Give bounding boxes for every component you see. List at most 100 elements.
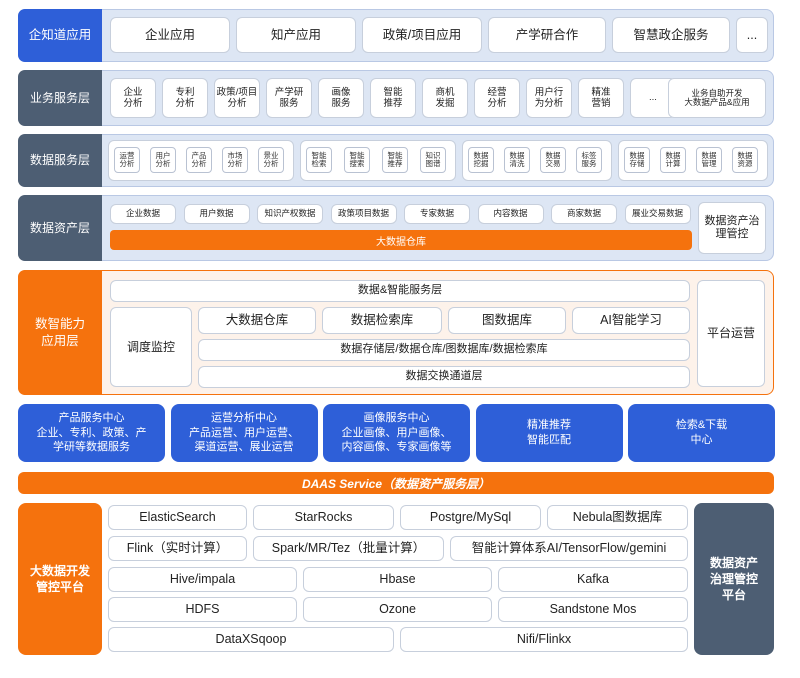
service-center-title: 运营分析中心 <box>211 411 277 424</box>
business-item: 专利 分析 <box>162 78 208 118</box>
platform-component-text: Hbase <box>379 572 416 586</box>
app-ip: 知产应用 <box>236 17 356 53</box>
business-item: 企业 分析 <box>110 78 156 118</box>
data-service-icon-text: 用户 分析 <box>155 151 171 168</box>
data-service-icon: 标签 服务 <box>576 147 602 173</box>
data-service-icon-text: 数据 资源 <box>737 151 753 168</box>
data-ai-service-layer: 数据&智能服务层 <box>110 280 690 302</box>
data-service-icon-text: 智能 检索 <box>311 151 327 168</box>
platform-component-text: HDFS <box>185 602 220 616</box>
app-industry-academia: 产学研合作 <box>488 17 606 53</box>
data-service-icon-text: 产品 分析 <box>191 151 207 168</box>
platform-component: Postgre/MySql <box>400 505 541 530</box>
platform-component: Hbase <box>303 567 492 592</box>
data-service-icon: 产品 分析 <box>186 147 212 173</box>
data-asset-item-text: 企业数据 <box>125 208 160 219</box>
capability-graph-db: 图数据库 <box>448 307 566 334</box>
business-item: 经营 分析 <box>474 78 520 118</box>
app-smart-gov: 智慧政企服务 <box>612 17 730 53</box>
service-center-title: 画像服务中心 <box>363 411 430 424</box>
business-item: 政策/项目 分析 <box>214 78 260 118</box>
capability-search-index: 数据检索库 <box>322 307 442 334</box>
layer-ai-capability-label: 数智能力 应用层 <box>18 270 102 395</box>
data-service-icon-text: 数据 存储 <box>629 151 645 168</box>
business-item-text: 商机 发掘 <box>435 86 455 109</box>
storage-layer: 数据存储层/数据仓库/图数据库/数据检索库 <box>198 339 690 361</box>
service-center: 检索&下载中心 <box>628 404 775 462</box>
service-center-body: 产品运营、用户运营、 渠道运营、展业运营 <box>189 426 299 454</box>
platform-component: Nifi/Flinkx <box>400 627 688 652</box>
data-service-icon-text: 运营 分析 <box>119 151 135 168</box>
data-service-icon: 运营 分析 <box>114 147 140 173</box>
service-center: 产品服务中心企业、专利、政策、产 学研等数据服务 <box>18 404 165 462</box>
platform-component-text: Spark/MR/Tez（批量计算） <box>271 541 426 555</box>
data-service-icon: 数据 存储 <box>624 147 650 173</box>
data-service-icon: 数据 清洗 <box>504 147 530 173</box>
platform-component-text: Nebula图数据库 <box>572 510 663 524</box>
platform-component: Flink（实时计算） <box>108 536 247 561</box>
data-service-icon: 智能 搜索 <box>344 147 370 173</box>
data-asset-item-text: 用户数据 <box>199 208 234 219</box>
business-item: 智能 推荐 <box>370 78 416 118</box>
platform-component: StarRocks <box>253 505 394 530</box>
data-service-icon-text: 数据 挖掘 <box>473 151 489 168</box>
data-asset-item-text: 商家数据 <box>566 208 601 219</box>
layer-business-label: 业务服务层 <box>18 70 102 126</box>
service-center-body: 企业画像、用户画像、 内容画像、专家画像等 <box>341 426 452 454</box>
layer-data-service-label: 数据服务层 <box>18 134 102 187</box>
data-asset-governance: 数据资产治 理管控 <box>698 202 766 254</box>
data-warehouse-bar: 大数据仓库 <box>110 230 692 250</box>
platform-component: DataXSqoop <box>108 627 394 652</box>
platform-component: Spark/MR/Tez（批量计算） <box>253 536 444 561</box>
data-service-icon: 知识 图谱 <box>420 147 446 173</box>
data-service-icon: 数据 计算 <box>660 147 686 173</box>
data-asset-item: 政策项目数据 <box>330 204 397 224</box>
business-self-dev-text: 业务自助开发 大数据产品&应用 <box>684 87 750 107</box>
business-item: 画像 服务 <box>318 78 364 118</box>
data-asset-item-text: 知识产权数据 <box>264 208 316 219</box>
data-service-icon: 数据 资源 <box>732 147 758 173</box>
platform-operations: 平台运营 <box>697 280 765 387</box>
business-item-text: 智能 推荐 <box>383 86 403 109</box>
data-service-icon-text: 数据 管理 <box>701 151 717 168</box>
service-center-title: 检索&下载 <box>675 419 728 432</box>
service-center: 精准推荐智能匹配 <box>475 404 623 462</box>
business-item-text: 画像 服务 <box>331 86 351 109</box>
business-item-text: 产学研 服务 <box>274 86 304 109</box>
service-center: 画像服务中心企业画像、用户画像、 内容画像、专家画像等 <box>323 404 470 462</box>
data-service-icon: 智能 检索 <box>306 147 332 173</box>
data-service-icon-text: 数据 交易 <box>545 151 561 168</box>
data-asset-item-text: 内容数据 <box>493 208 528 219</box>
app-more: ... <box>736 17 768 53</box>
scheduling-monitor: 调度监控 <box>110 307 192 387</box>
platform-component: ElasticSearch <box>108 505 247 530</box>
platform-component: Nebula图数据库 <box>547 505 688 530</box>
data-service-icon: 数据 交易 <box>540 147 566 173</box>
platform-component: Ozone <box>303 597 492 622</box>
platform-component: 智能计算体系AI/TensorFlow/gemini <box>450 536 688 561</box>
business-item-text: 精准 营销 <box>591 86 611 109</box>
service-center-title: 精准推荐 <box>527 419 571 432</box>
business-item-text: 用户行 为分析 <box>534 86 564 109</box>
business-item-text: 经营 分析 <box>487 86 507 109</box>
data-asset-item-text: 专家数据 <box>419 208 454 219</box>
data-service-icon-text: 智能 推荐 <box>387 151 403 168</box>
service-center-body: 中心 <box>690 434 713 446</box>
data-service-icon-text: 数据 清洗 <box>509 151 525 168</box>
data-service-icon-text: 数据 计算 <box>665 151 681 168</box>
platform-component-text: Postgre/MySql <box>429 510 512 524</box>
data-service-icon: 市场 分析 <box>222 147 248 173</box>
platform-component-text: Flink（实时计算） <box>126 541 229 555</box>
data-asset-item: 商家数据 <box>551 204 617 224</box>
layer-applications-label: 企知道应用 <box>18 9 102 62</box>
platform-component-text: Ozone <box>379 602 416 616</box>
business-self-dev: 业务自助开发 大数据产品&应用 <box>668 78 766 118</box>
platform-component-text: Hive/impala <box>169 572 236 586</box>
app-policy: 政策/项目应用 <box>362 17 482 53</box>
service-center-title: 产品服务中心 <box>58 411 125 424</box>
business-item-text: 专利 分析 <box>175 86 195 109</box>
data-service-icon-text: 智能 搜索 <box>349 151 365 168</box>
platform-component: Kafka <box>498 567 688 592</box>
data-asset-item: 展业交易数据 <box>624 204 691 224</box>
platform-component-text: Kafka <box>577 572 609 586</box>
